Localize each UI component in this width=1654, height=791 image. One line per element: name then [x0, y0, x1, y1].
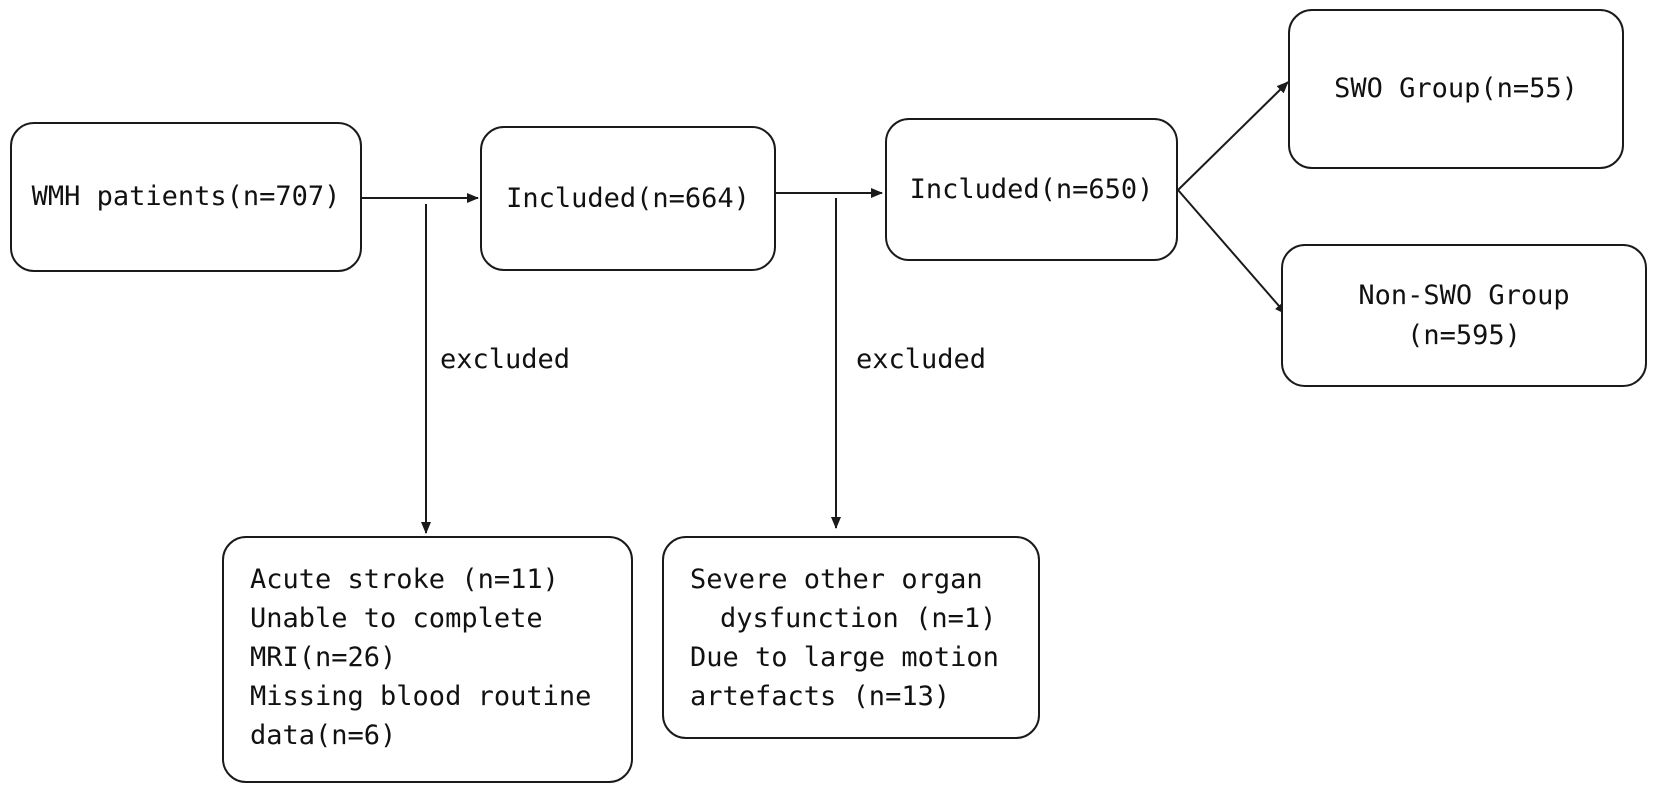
- exclusion-1-item: Unable to complete: [250, 603, 543, 634]
- wmh-patients-label: WMH patients(n=707): [31, 181, 341, 212]
- exclusion-1-item: MRI(n=26): [250, 642, 397, 673]
- non-swo-group-box: Non-SWO Group (n=595): [1281, 244, 1647, 387]
- exclusion-2-item: dysfunction (n=1): [720, 603, 997, 634]
- included-650-label: Included(n=650): [909, 173, 1154, 205]
- non-swo-group-label: Non-SWO Group: [1358, 279, 1570, 311]
- exclusion-1-item: Missing blood routine: [250, 681, 592, 712]
- exclusion-1-item: data(n=6): [250, 720, 397, 751]
- wmh-patients-box: WMH patients(n=707): [10, 122, 362, 272]
- exclusion-box-1: Acute stroke (n=11) Unable to complete M…: [222, 536, 633, 783]
- exclusion-2-item: artefacts (n=13): [690, 681, 951, 712]
- non-swo-group-count: (n=595): [1407, 319, 1521, 351]
- included-664-label: Included(n=664): [506, 182, 750, 214]
- swo-group-box: SWO Group(n=55): [1288, 9, 1624, 169]
- swo-group-label: SWO Group(n=55): [1334, 73, 1578, 104]
- exclusion-2-item: Due to large motion: [690, 642, 999, 673]
- included-664-box: Included(n=664): [480, 126, 776, 271]
- arrow-included2-to-swo: [1177, 81, 1289, 191]
- included-650-box: Included(n=650): [885, 118, 1178, 261]
- exclusion-1-item: Acute stroke (n=11): [250, 564, 559, 595]
- exclusion-box-2: Severe other organ dysfunction (n=1) Due…: [662, 536, 1040, 739]
- exclusion-2-item: Severe other organ: [690, 564, 983, 595]
- excluded-label-2: excluded: [856, 344, 987, 375]
- excluded-label-1: excluded: [440, 344, 571, 375]
- arrow-included2-to-nonswo: [1177, 189, 1287, 315]
